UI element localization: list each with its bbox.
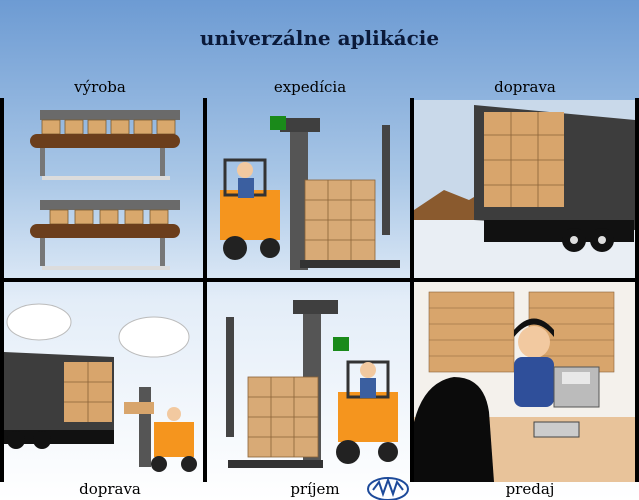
panel-label-doprava-bottom: doprava xyxy=(79,480,141,498)
panel-label-prijem: príjem xyxy=(290,480,340,498)
page-title: univerzálne aplikácie xyxy=(199,26,440,50)
forklift-receiving-icon xyxy=(226,300,398,468)
forklift-icon xyxy=(220,116,400,270)
truck-icon xyxy=(414,100,635,278)
wave-logo-icon xyxy=(367,477,409,500)
panel-label-predaj: predaj xyxy=(505,480,555,498)
store-counter-icon xyxy=(414,282,635,482)
panel-label-vyroba: výroba xyxy=(74,78,126,96)
conveyor-belts-icon xyxy=(30,110,180,270)
panel-label-expedicia: expedícia xyxy=(273,78,347,96)
panel-label-doprava-top: doprava xyxy=(494,78,556,96)
truck-forklift-icon xyxy=(4,303,197,472)
